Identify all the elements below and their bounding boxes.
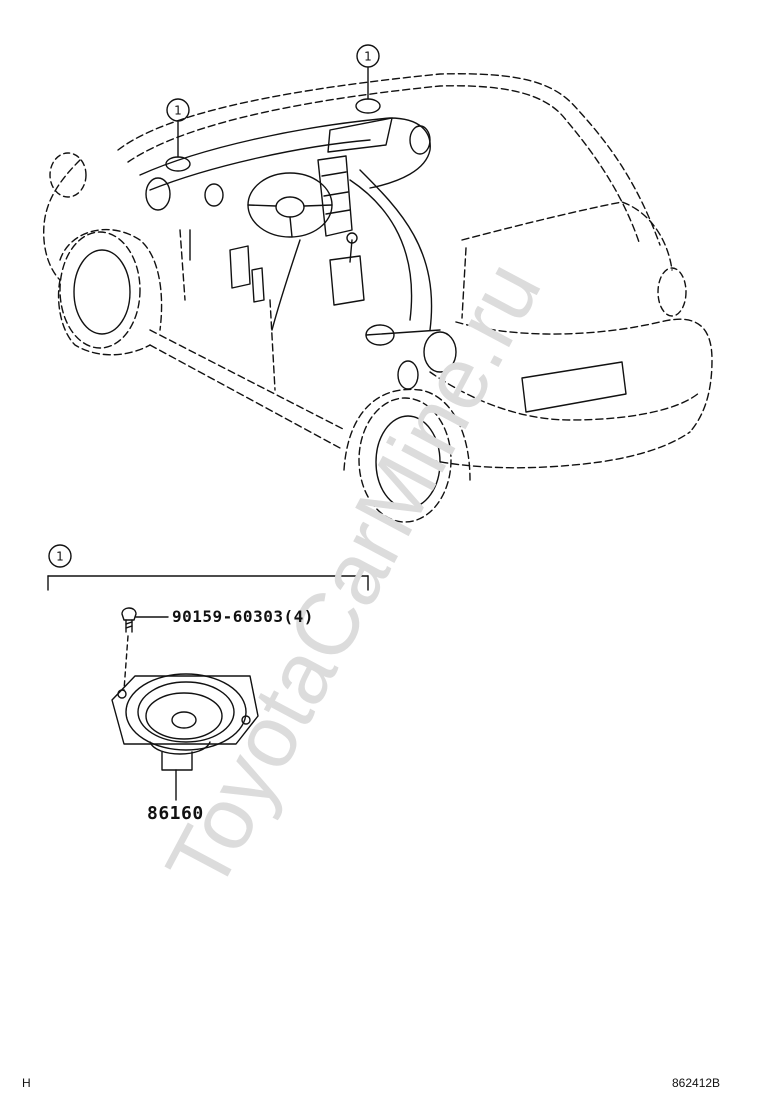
part-number-speaker: 86160: [147, 803, 204, 824]
speaker-location-left: [165, 98, 191, 172]
car-body-outline: [43, 73, 713, 481]
dashboard: [139, 117, 457, 390]
tail-lamp: [657, 267, 687, 317]
front-wheel: [59, 231, 141, 349]
license-plate: [521, 361, 627, 413]
footer-diagram-id: 862412B: [672, 1076, 721, 1090]
footer-left-code: H: [22, 1076, 31, 1090]
speaker-icon: [111, 673, 259, 801]
callout-marker-right: 1: [364, 50, 372, 64]
bolt-icon: [121, 607, 169, 691]
speaker-location-right: [355, 44, 381, 114]
part-number-bolt: 90159-60303(4): [172, 607, 314, 626]
headlight: [49, 152, 87, 198]
callout-marker-section: 1: [56, 550, 64, 564]
section-header: [47, 544, 369, 591]
callout-marker-left: 1: [174, 104, 182, 118]
callout-markers: 1 1 1: [56, 50, 372, 564]
rear-wheel: [358, 397, 452, 523]
